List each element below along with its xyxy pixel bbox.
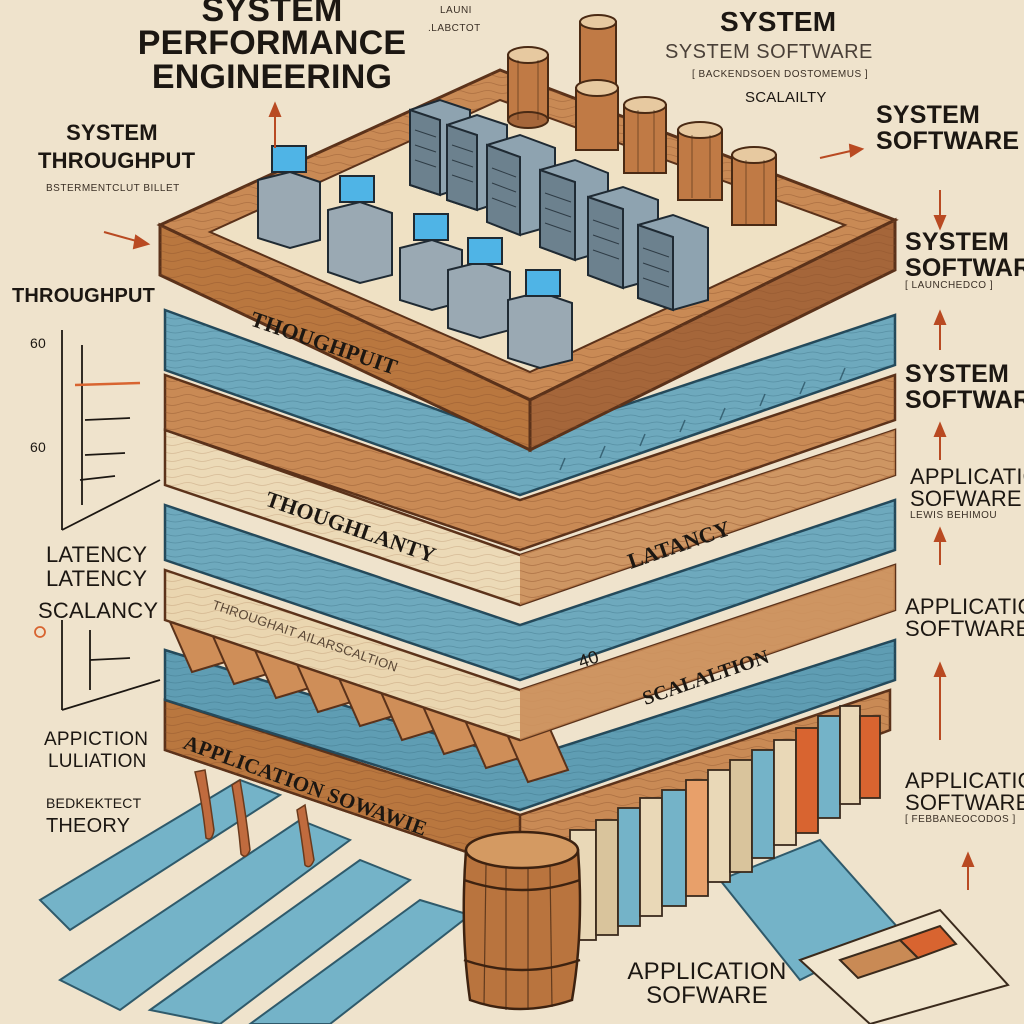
label-system-throughput-2: THROUGHPUT: [38, 148, 196, 173]
right-label-3: SYSTEM SOFTWARE: [905, 360, 1024, 414]
top-right-scalability: SCALAILTY: [745, 89, 827, 106]
right-label-6: APPLICATION SOFTWARE [ FEBBANEOCODOS ]: [905, 768, 1024, 825]
chart-tick-low: 60: [30, 439, 46, 455]
wood-drums: [507, 14, 777, 226]
header-tag-bottom: .LABCTOT: [428, 23, 481, 34]
layer-teal-mid: [163, 498, 897, 682]
document-sheet: [798, 908, 1010, 1024]
chart-tick-high: 60: [30, 335, 46, 351]
right-label-4: APPLICATION SOFWARE LEWIS BEHIMOU: [910, 464, 1024, 521]
layer-wood-mid: [163, 373, 897, 552]
header-tag-top: LAUNI: [440, 5, 472, 16]
label-latency-2: LATENCY: [46, 566, 148, 591]
label-appiction-2: LULIATION: [48, 751, 147, 772]
title-line-2: PERFORMANCE: [137, 24, 407, 63]
layer-cream-lower: [163, 563, 897, 742]
label-system-throughput-caption: BSTERMENTCLUT BILLET: [46, 183, 180, 194]
page-title: SYSTEM PERFORMANCE ENGINEERING: [112, 0, 432, 94]
server-racks: [409, 98, 709, 312]
label-theory-1: BEDKEKTECT: [46, 795, 142, 811]
top-right-subheading: SYSTEM SOFTWARE: [665, 41, 873, 63]
right-label-2: SYSTEM SOFTWARE [ LAUNCHEDCO ]: [905, 228, 1024, 291]
title-line-1: SYSTEM: [201, 0, 343, 29]
workstations: [257, 145, 573, 370]
label-system-throughput: SYSTEM: [66, 120, 158, 145]
label-scalancy: SCALANCY: [38, 598, 159, 623]
top-right-heading: SYSTEM: [720, 6, 837, 37]
top-right-caption: [ BACKENDSOEN DOSTOMEMUS ]: [692, 69, 869, 80]
right-label-5: APPLICATION SOFTWARE: [905, 594, 1024, 642]
left-chart-top: [61, 330, 161, 531]
label-theory-2: THEORY: [46, 815, 131, 837]
paint-drips: [194, 769, 315, 868]
barrel: [462, 830, 582, 1011]
label-appiction-1: APPICTION: [44, 729, 149, 750]
connector-arrows: [103, 101, 975, 890]
left-chart-bottom: [34, 620, 161, 711]
book-blocks: [569, 705, 881, 941]
right-label-1: SYSTEM SOFTWARE: [876, 101, 1020, 155]
title-line-3: ENGINEERING: [151, 57, 393, 96]
label-throughput: THROUGHPUT: [12, 285, 156, 307]
label-latency-1: LATENCY: [46, 542, 148, 567]
layer-cream-upper: [163, 428, 897, 607]
bottom-label: APPLICATION SOFWARE: [627, 958, 787, 1010]
